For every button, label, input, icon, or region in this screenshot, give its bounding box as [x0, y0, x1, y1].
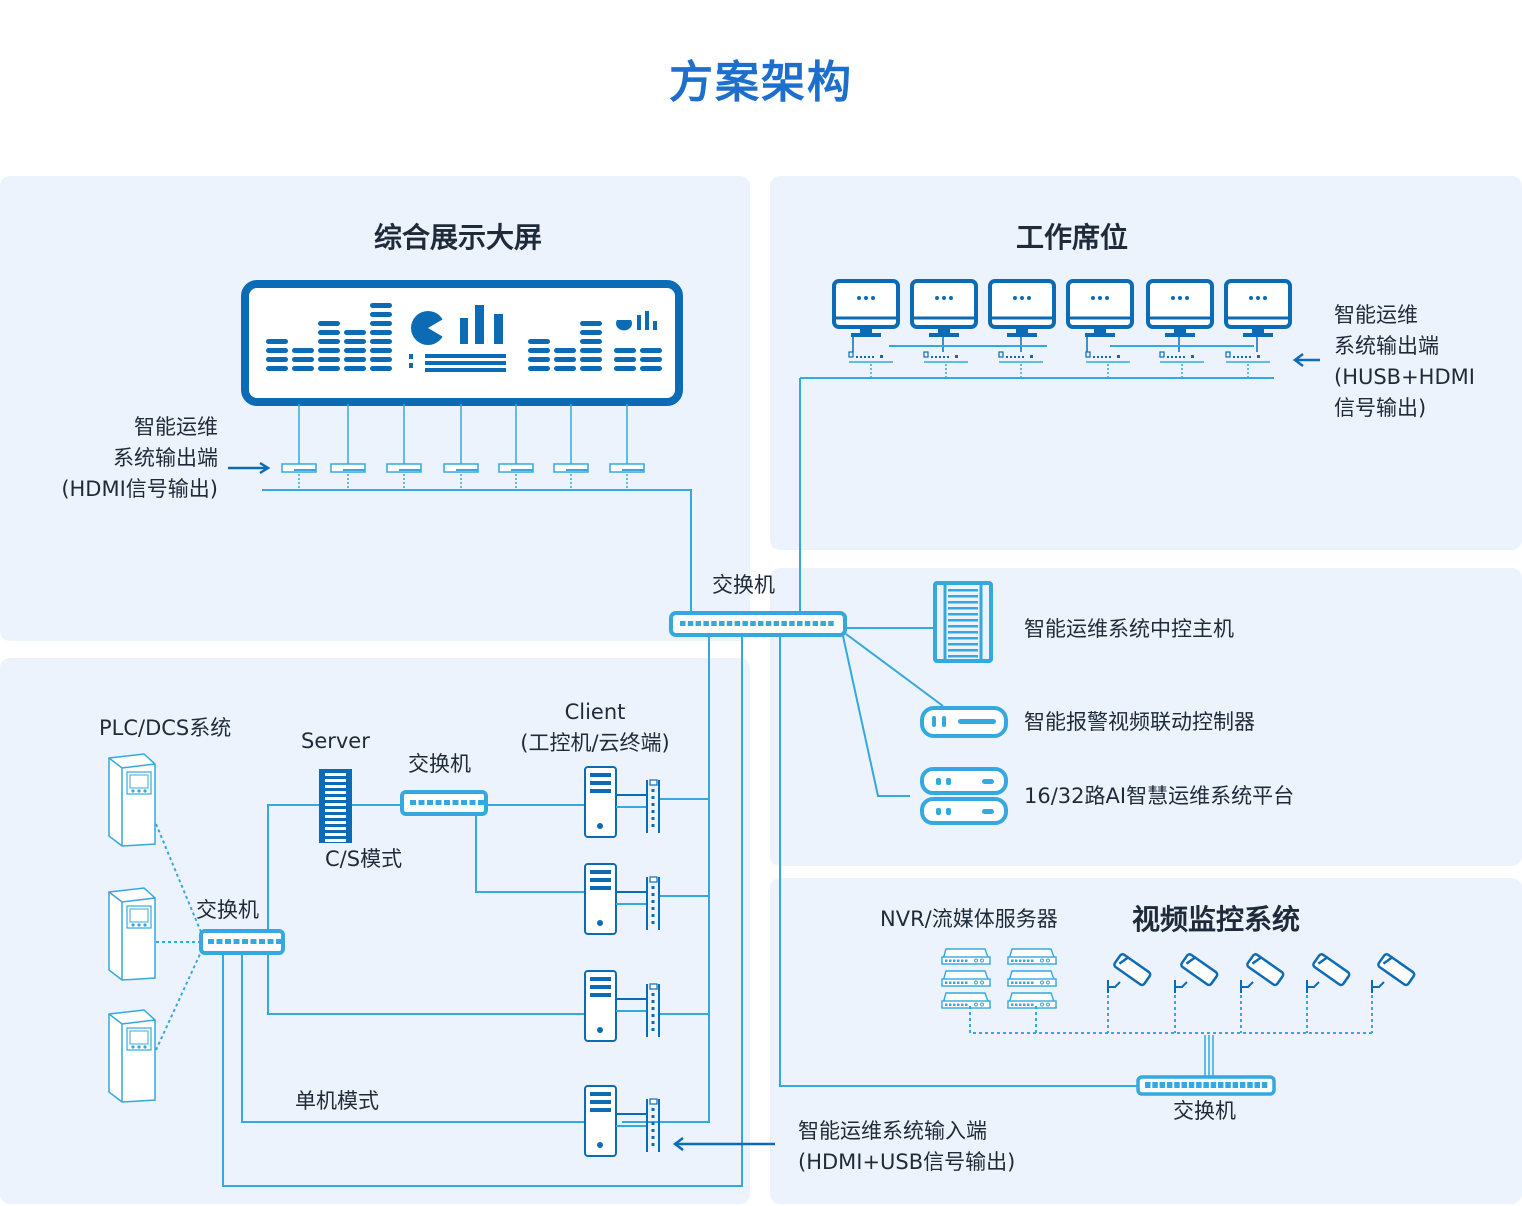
usb-extender-icon — [923, 337, 968, 378]
hdmi-extender-icon — [609, 404, 645, 490]
workstation-output-note: 智能运维 系统输出端 (HUSB+HDMI 信号输出) — [1334, 303, 1475, 420]
usb-extender-icon — [998, 337, 1043, 378]
usb-extender-icon — [848, 337, 893, 378]
panel-display-wall — [0, 176, 750, 641]
camera-row — [1107, 953, 1416, 993]
client-pc-icon — [584, 766, 646, 838]
hdmi-extender-icon — [443, 404, 479, 490]
display-wall-title: 综合展示大屏 — [374, 221, 543, 254]
usb-extender-icon — [1159, 337, 1204, 378]
hdmi-extender-icon — [386, 404, 422, 490]
monitor-icon — [832, 279, 900, 337]
edge-switch-icon — [199, 929, 285, 955]
client-label: Client (工控机/云终端) — [520, 700, 670, 755]
panel-video — [770, 878, 1522, 1204]
cctv-camera-icon — [1306, 953, 1351, 993]
plc-cabinet-icon — [108, 887, 156, 981]
monitor-icon — [988, 279, 1056, 337]
rack-server-icon — [933, 581, 993, 663]
server-switch-icon — [400, 790, 488, 816]
nvr-label: NVR/流媒体服务器 — [880, 907, 1058, 931]
usb-extender-icon — [1085, 337, 1130, 378]
nvr-icon — [1007, 948, 1057, 965]
hdmi-extender-icon — [281, 404, 317, 490]
page-title: 方案架构 — [669, 57, 853, 108]
plc-cabinet-icon — [108, 753, 156, 847]
monitor-icon — [1224, 279, 1292, 337]
kvm-extender-icon — [646, 779, 660, 833]
arrow-right-icon — [259, 461, 271, 475]
video-title: 视频监控系统 — [1132, 903, 1301, 936]
core-switch-icon — [669, 611, 847, 637]
workstations-title: 工作席位 — [1016, 221, 1129, 254]
edge-switch-label: 交换机 — [196, 898, 259, 922]
video-switch-label: 交换机 — [1173, 1099, 1236, 1123]
kvm-extender-icon — [646, 983, 660, 1037]
arrow-left-icon — [672, 1137, 684, 1151]
standalone-label: 单机模式 — [295, 1089, 379, 1113]
device-label: 智能运维系统中控主机 — [1024, 617, 1234, 641]
video-input-note: 智能运维系统输入端 (HDMI+USB信号输出) — [798, 1119, 1016, 1174]
server-label: Server — [301, 729, 370, 753]
display-output-note: 智能运维 系统输出端 (HDMI信号输出) — [61, 415, 218, 501]
dashboard-screen-icon — [241, 280, 683, 406]
nvr-icon — [941, 992, 991, 1009]
device-label: 16/32路AI智慧运维系统平台 — [1024, 784, 1295, 808]
nvr-stack — [941, 948, 1057, 1009]
cctv-camera-icon — [1107, 953, 1152, 993]
client-pc-icon — [584, 970, 646, 1042]
client-pc-icon — [584, 863, 646, 935]
wire-switch-to-video-switch — [779, 636, 1138, 1087]
extender-row — [281, 404, 645, 490]
arrow-left-icon — [1292, 353, 1304, 367]
client-pc-icon — [584, 1085, 646, 1157]
cctv-camera-icon — [1174, 953, 1219, 993]
kvm-extender-icon — [646, 1098, 660, 1152]
monitor-icon — [910, 279, 978, 337]
panel-center-devices — [770, 568, 1522, 866]
wire-display-to-switch — [262, 489, 692, 612]
nvr-icon — [941, 948, 991, 965]
nvr-icon — [941, 970, 991, 987]
device-label: 智能报警视频联动控制器 — [1024, 710, 1255, 734]
nvr-icon — [1007, 970, 1057, 987]
client-row — [584, 766, 660, 1157]
wire-workstations-to-switch — [799, 377, 1274, 612]
hdmi-extender-icon — [330, 404, 366, 490]
cctv-camera-icon — [1240, 953, 1285, 993]
plc-cabinet-icon — [108, 1009, 156, 1103]
plc-label: PLC/DCS系统 — [99, 716, 232, 740]
hdmi-extender-icon — [553, 404, 589, 490]
server-switch-label: 交换机 — [408, 752, 471, 776]
monitor-row — [832, 279, 1292, 378]
core-switch-label: 交换机 — [712, 573, 775, 597]
panel-workstations — [770, 176, 1522, 550]
cctv-camera-icon — [1371, 953, 1416, 993]
plc-cabinet-row — [108, 753, 156, 1103]
video-switch-icon — [1136, 1075, 1276, 1096]
nvr-icon — [1007, 992, 1057, 1009]
hdmi-extender-icon — [498, 404, 534, 490]
usb-extender-icon — [1225, 337, 1270, 378]
monitor-icon — [1146, 279, 1214, 337]
kvm-extender-icon — [646, 876, 660, 930]
monitor-icon — [1066, 279, 1134, 337]
cs-mode-label: C/S模式 — [325, 847, 403, 871]
platform-server-icon — [920, 767, 1008, 825]
controller-icon — [920, 706, 1008, 738]
server-rack-icon — [319, 769, 352, 843]
